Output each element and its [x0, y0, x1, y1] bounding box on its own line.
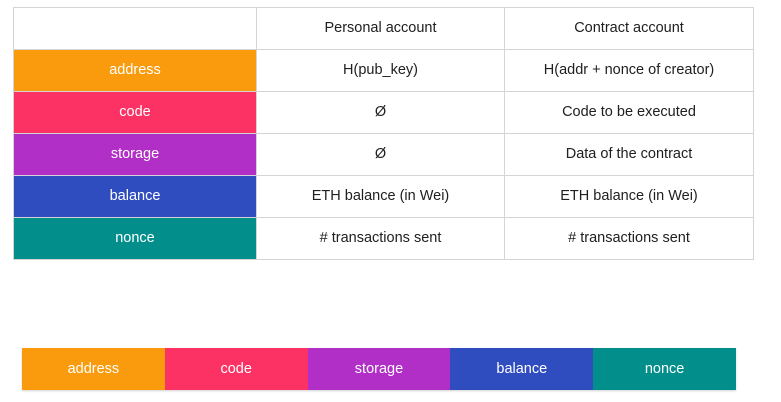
row-label-storage: storage: [13, 133, 257, 176]
legend-segment-address: address: [22, 348, 165, 390]
row-label-balance: balance: [13, 175, 257, 218]
table-header-row: Personal account Contract account: [13, 7, 754, 50]
table-row: address H(pub_key) H(addr + nonce of cre…: [13, 49, 754, 92]
column-header-blank: [13, 7, 257, 50]
column-header-contract-account: Contract account: [504, 7, 754, 50]
table-row: storage Ø Data of the contract: [13, 133, 754, 176]
legend-segment-storage: storage: [307, 348, 451, 390]
cell-code-contract: Code to be executed: [504, 91, 754, 134]
table-row: code Ø Code to be executed: [13, 91, 754, 134]
table-row: balance ETH balance (in Wei) ETH balance…: [13, 175, 754, 218]
cell-nonce-contract: # transactions sent: [504, 217, 754, 260]
cell-nonce-personal: # transactions sent: [256, 217, 505, 260]
row-label-address: address: [13, 49, 257, 92]
cell-balance-personal: ETH balance (in Wei): [256, 175, 505, 218]
account-comparison-table: Personal account Contract account addres…: [13, 7, 754, 260]
table-row: nonce # transactions sent # transactions…: [13, 217, 754, 260]
cell-storage-contract: Data of the contract: [504, 133, 754, 176]
cell-storage-personal: Ø: [256, 133, 505, 176]
row-label-nonce: nonce: [13, 217, 257, 260]
row-label-code: code: [13, 91, 257, 134]
cell-code-personal: Ø: [256, 91, 505, 134]
legend-segment-nonce: nonce: [593, 348, 736, 390]
column-header-personal-account: Personal account: [256, 7, 505, 50]
table-body: address H(pub_key) H(addr + nonce of cre…: [13, 49, 754, 260]
account-comparison-table-wrapper: Personal account Contract account addres…: [13, 7, 754, 260]
legend-segment-code: code: [164, 348, 308, 390]
account-fields-legend-bar: address code storage balance nonce: [22, 348, 736, 390]
cell-balance-contract: ETH balance (in Wei): [504, 175, 754, 218]
cell-address-contract: H(addr + nonce of creator): [504, 49, 754, 92]
cell-address-personal: H(pub_key): [256, 49, 505, 92]
legend-segment-balance: balance: [450, 348, 594, 390]
